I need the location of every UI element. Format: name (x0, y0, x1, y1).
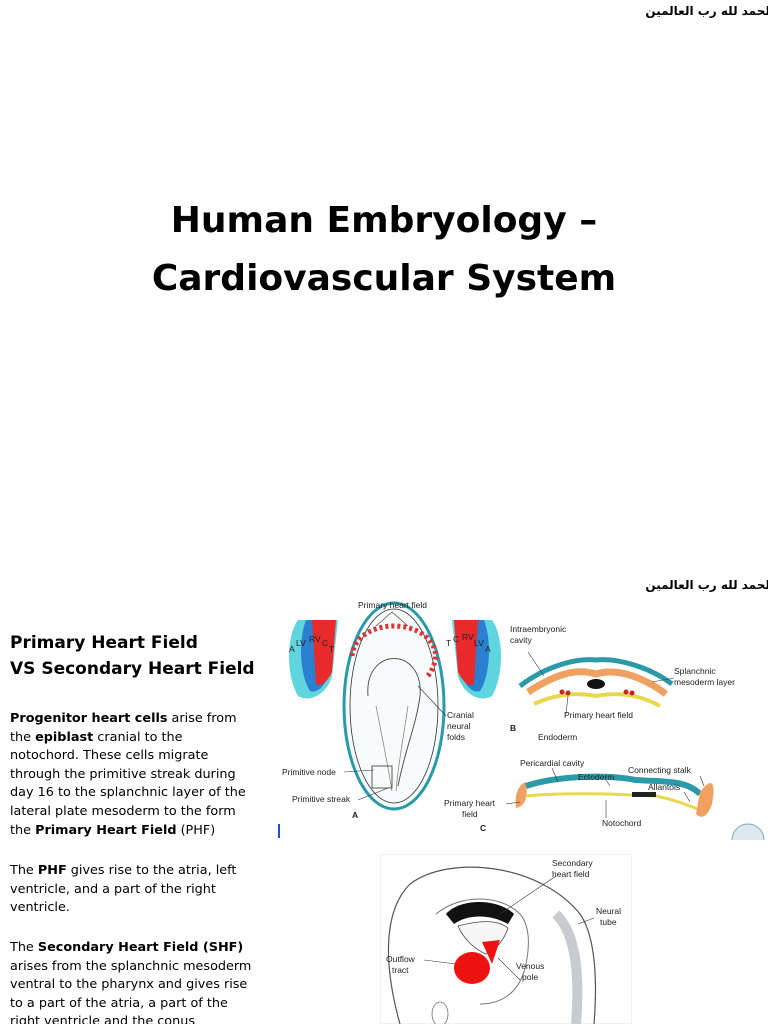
heading-line-2: VS Secondary Heart Field (10, 659, 255, 679)
secondary-heart-field-mark (446, 902, 514, 924)
label-ectoderm: Ectoderm (578, 772, 614, 782)
text-run: cranial to the notochord. These cells mi… (10, 729, 246, 838)
paragraph-shf: The Secondary Heart Field (SHF) arises f… (10, 939, 255, 1024)
label-neural: neural (447, 721, 471, 731)
label-rv: RV (462, 632, 474, 642)
label-folds: folds (447, 732, 465, 742)
text-run: gives rise to the atria, left ventricle,… (10, 863, 237, 916)
label-cavity: cavity (510, 635, 532, 645)
label-t: T (446, 638, 451, 648)
bold-term: Secondary Heart Field (SHF) (37, 940, 244, 955)
label-pericardial-cavity: Pericardial cavity (520, 758, 585, 768)
label-primitive-node: Primitive node (282, 767, 336, 777)
slide-heading: Primary Heart Field VS Secondary Heart F… (10, 630, 255, 682)
label-primary-heart-field-b: Primary heart field (564, 710, 633, 720)
label-a: A (485, 644, 491, 654)
label-outflow: Outflow (386, 954, 416, 964)
label-allantois: Allantois (648, 782, 680, 792)
title-slide: الحمد لله رب العالمين Human Embryology –… (0, 4, 768, 307)
left-heart-tube-diagram: A LV RV C T (289, 620, 338, 699)
arabic-header: الحمد لله رب العالمين (645, 578, 768, 592)
label-primitive-streak: Primitive streak (292, 794, 351, 804)
label-cranial: Cranial (447, 710, 474, 720)
label-connecting-stalk: Connecting stalk (628, 765, 692, 775)
label-a: A (289, 644, 295, 654)
bold-term: Primary Heart Field (35, 822, 177, 838)
label-pole: pole (522, 972, 538, 982)
label-splanchnic: Splanchnic (674, 666, 716, 676)
bold-term: Progenitor heart cells (10, 711, 168, 726)
label-c: C (322, 638, 328, 648)
text-run: The (10, 940, 38, 955)
text-run: (PHF) (176, 822, 216, 838)
text-run: The (10, 863, 38, 878)
primary-heart-field-figure: A LV RV C T T C RV LV A (276, 596, 768, 840)
label-intraembryonic: Intraembryonic (510, 624, 567, 634)
bold-term: PHF (37, 863, 67, 878)
secondary-heart-field-figure: Secondary heart field Neural tube Outflo… (380, 854, 632, 1024)
label-tract: tract (392, 965, 409, 975)
label-lv: LV (296, 638, 306, 648)
title-line-1: Human Embryology – (170, 200, 598, 241)
bold-term: epiblast (35, 729, 94, 745)
embryonic-disc-diagram: Primary heart field Cranial neural folds… (282, 600, 474, 820)
heading-line-1: Primary Heart Field (10, 633, 198, 653)
cross-section-b-diagram: Intraembryonic cavity Splanchnic mesoder… (510, 624, 735, 742)
panel-label-b: B (510, 723, 516, 733)
paragraph-progenitor: Progenitor heart cells arise from the ep… (10, 710, 255, 840)
heart-tube (454, 952, 490, 984)
label-tube: tube (600, 917, 617, 927)
label-field: field (462, 809, 478, 819)
label-notochord: Notochord (602, 818, 641, 828)
label-mesoderm-layer: mesoderm layer (674, 677, 735, 687)
label-endoderm: Endoderm (538, 732, 577, 742)
label-lv: LV (474, 638, 484, 648)
panel-label-a: A (352, 810, 358, 820)
longitudinal-section-c-diagram: Pericardial cavity Ectoderm Connecting s… (444, 758, 714, 833)
slide-title: Human Embryology – Cardiovascular System (0, 192, 768, 307)
label-c: C (453, 634, 459, 644)
label-rv: RV (309, 634, 321, 644)
label-secondary: Secondary (552, 858, 593, 868)
panel-label-c: C (480, 823, 486, 833)
label-primary-heart: Primary heart (444, 798, 496, 808)
content-slide: الحمد لله رب العالمين Primary Heart Fiel… (0, 570, 768, 1024)
text-run: arises from the splanchnic mesoderm vent… (10, 958, 252, 1024)
label-primary-heart-field: Primary heart field (358, 600, 427, 610)
logo-seal (731, 823, 765, 840)
text-run: arise from the (10, 711, 237, 745)
label-neural: Neural (596, 906, 621, 916)
paragraph-phf: The PHF gives rise to the atria, left ve… (10, 862, 255, 918)
arabic-header: الحمد لله رب العالمين (645, 4, 768, 18)
label-venous: Venous (516, 961, 544, 971)
divider-mark (278, 824, 280, 838)
right-heart-tube-diagram: T C RV LV A (446, 620, 501, 699)
title-line-2: Cardiovascular System (151, 257, 617, 299)
label-heart-field: heart field (552, 869, 590, 879)
label-t: T (329, 644, 334, 654)
